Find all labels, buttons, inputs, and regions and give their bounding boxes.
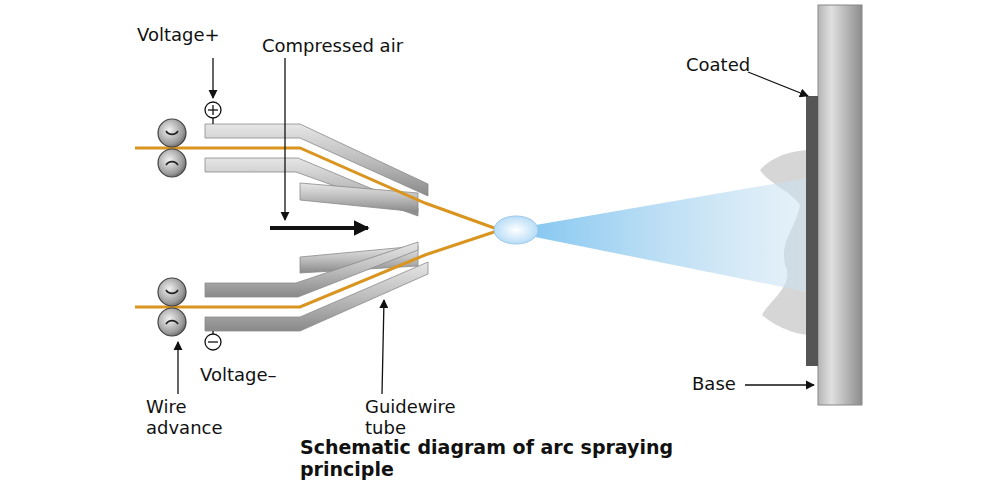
- air-flow-arrow: [270, 226, 368, 230]
- polarity-symbols: [205, 102, 221, 350]
- voltage-label: Voltage+: [137, 24, 277, 45]
- tube-label: Guidewire tube: [365, 396, 475, 438]
- air-label: Compressed air: [262, 35, 462, 56]
- coating-layer: [806, 96, 818, 366]
- spray-cone: [530, 178, 808, 292]
- base-label: Base: [692, 373, 752, 394]
- base-plate: [818, 5, 862, 405]
- wire-feed-label: Wire advance: [146, 396, 236, 438]
- voltage-label: Voltage–: [200, 364, 340, 385]
- feed-rollers: [158, 119, 186, 336]
- leader-arrows: [178, 58, 814, 394]
- coating-label: Coated: [686, 54, 776, 75]
- figure-caption: Schematic diagram of arc spraying princi…: [300, 436, 740, 480]
- electric-arc: [494, 216, 538, 244]
- wires: [135, 148, 497, 307]
